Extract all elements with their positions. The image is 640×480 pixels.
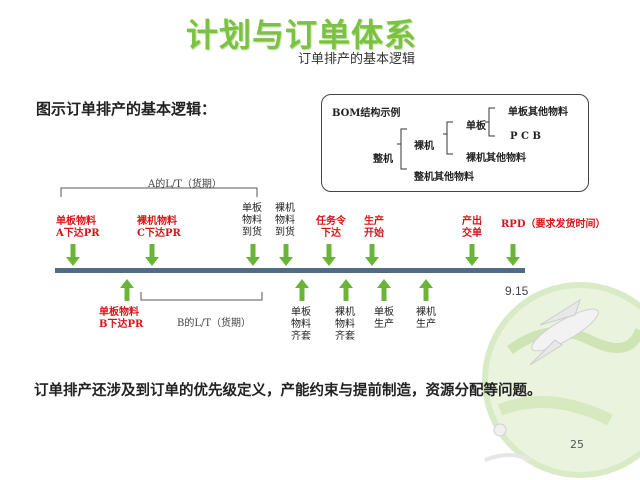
bom-tree-lines xyxy=(397,107,495,170)
down-arrow-icon xyxy=(66,244,520,266)
event-board-arrival: 单板物料到货 xyxy=(242,203,262,238)
range-a-label: A的L/T（货期） xyxy=(148,179,222,190)
range-b-label: B的L/T（货期） xyxy=(177,318,252,329)
bottom-note: 订单排产还涉及到订单的优先级定义，产能约束与提前制造，资源分配等问题。 xyxy=(34,382,542,399)
globe-decoration-icon xyxy=(482,282,640,478)
event-bare-production: 裸机生产 xyxy=(416,307,436,330)
event-board-kit: 单板物料齐套 xyxy=(291,307,311,342)
date-label: 9.15 xyxy=(505,284,529,298)
event-board-production: 单板生产 xyxy=(374,307,394,330)
slide-title: 计划与订单体系 xyxy=(186,16,418,54)
bom-bare: 裸机 xyxy=(414,141,434,152)
bom-bare-other: 裸机其他物料 xyxy=(466,153,526,164)
event-rpd: RPD（要求发货时间） xyxy=(501,219,606,230)
bom-root: 整机 xyxy=(373,154,393,165)
section-heading: 图示订单排产的基本逻辑： xyxy=(36,100,217,118)
bom-board: 单板 xyxy=(466,121,486,132)
event-output-delivery: 产出交单 xyxy=(462,216,482,239)
up-arrow-icon xyxy=(120,279,433,301)
event-task-order: 任务令下达 xyxy=(316,216,346,239)
slide-subtitle: 订单排产的基本逻辑 xyxy=(298,52,416,67)
bom-pcb: P C B xyxy=(510,131,541,142)
bom-structure-box xyxy=(321,94,589,192)
event-bare-arrival: 裸机物料到货 xyxy=(275,203,295,238)
range-b-bracket xyxy=(140,292,263,301)
range-a-bracket xyxy=(60,187,258,197)
event-bare-kit: 裸机物料齐套 xyxy=(335,307,355,342)
timeline-bar xyxy=(55,268,525,273)
bom-title: BOM结构示例 xyxy=(332,108,401,119)
event-production-start: 生产开始 xyxy=(364,216,384,239)
page-number: 25 xyxy=(570,438,584,451)
bom-root-other: 整机其他物料 xyxy=(414,172,474,183)
bom-board-other: 单板其他物料 xyxy=(508,107,568,118)
